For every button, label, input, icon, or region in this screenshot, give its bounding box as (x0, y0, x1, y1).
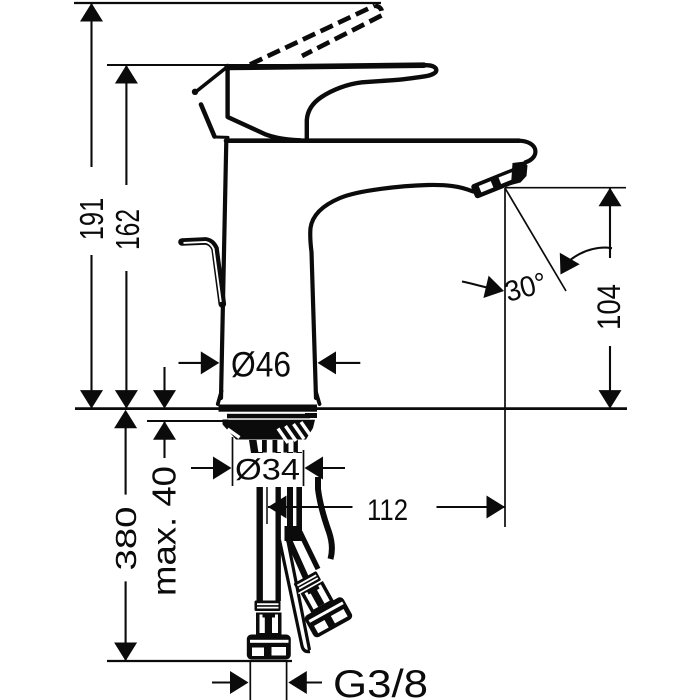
svg-text:191: 191 (73, 198, 110, 241)
svg-text:112: 112 (367, 494, 408, 527)
svg-text:104: 104 (591, 284, 627, 330)
svg-text:G3/8: G3/8 (333, 663, 428, 700)
svg-text:380: 380 (111, 507, 143, 571)
svg-text:Ø34: Ø34 (235, 454, 300, 487)
svg-text:Ø46: Ø46 (231, 345, 291, 385)
svg-text:max. 40: max. 40 (146, 466, 183, 596)
svg-text:162: 162 (109, 209, 146, 250)
